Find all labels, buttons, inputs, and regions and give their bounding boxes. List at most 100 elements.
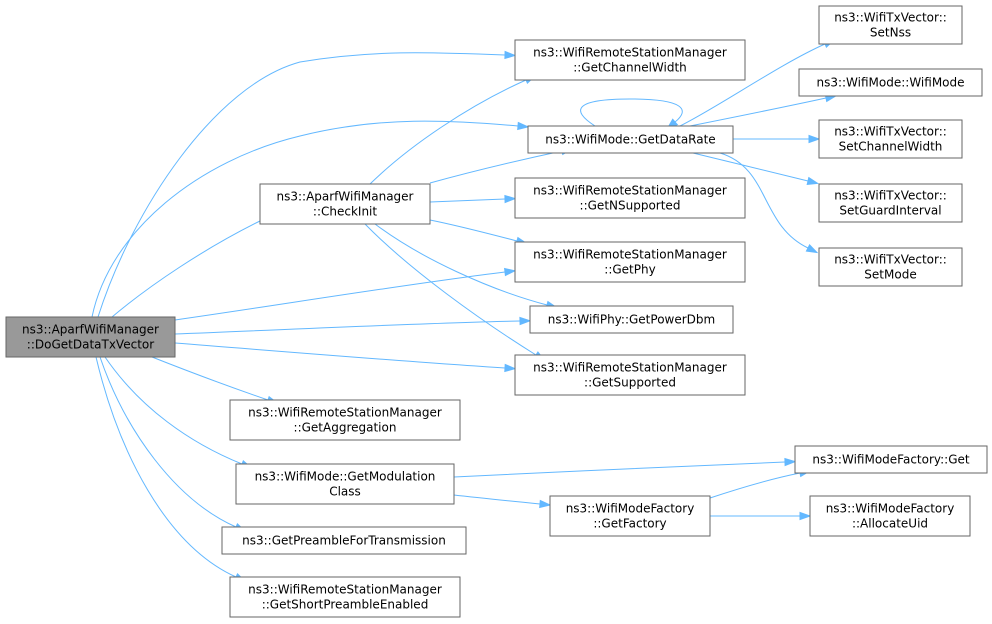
node-label-line: ns3::WifiTxVector:: xyxy=(834,11,947,25)
node-label-line: ::GetSupported xyxy=(584,376,676,390)
node-label-line: SetMode xyxy=(864,268,916,282)
node-set-guard-interval[interactable]: ns3::WifiTxVector::SetGuardInterval xyxy=(818,183,963,223)
edge-line xyxy=(369,79,527,185)
edge-get_modulation_class-to-wifi_mode_factory_get_factory xyxy=(453,494,552,509)
node-label-line: ::GetChannelWidth xyxy=(573,61,687,75)
node-box xyxy=(235,463,455,505)
arrowhead-icon xyxy=(784,457,797,467)
edge-line xyxy=(679,43,826,127)
edge-line xyxy=(374,223,548,306)
node-label-line: ::GetFactory xyxy=(593,517,666,531)
node-label-line: ns3::AparfWifiManager xyxy=(276,190,413,204)
node-label-line: ns3::GetPreambleForTransmission xyxy=(242,534,446,548)
edge-line xyxy=(429,150,563,184)
edge-line xyxy=(174,320,521,335)
node-get-n-supported[interactable]: ns3::WifiRemoteStationManager::GetNSuppo… xyxy=(514,177,746,219)
node-wifi-mode-factory-get-factory[interactable]: ns3::WifiModeFactory::GetFactory xyxy=(549,495,711,537)
node-label-line: SetGuardInterval xyxy=(839,204,941,218)
node-get-preamble-for-transmission[interactable]: ns3::GetPreambleForTransmission xyxy=(221,526,467,555)
node-set-channel-width[interactable]: ns3::WifiTxVector::SetChannelWidth xyxy=(818,119,963,159)
edge-line xyxy=(453,461,786,478)
edge-line xyxy=(709,472,801,499)
arrowhead-icon xyxy=(799,511,812,521)
edge-line xyxy=(151,356,269,401)
node-get-data-rate[interactable]: ns3::WifiMode::GetDataRate xyxy=(527,125,734,154)
node-label-line: ns3::WifiRemoteStationManager xyxy=(533,184,727,198)
node-label-line: SetNss xyxy=(870,26,911,40)
node-box xyxy=(527,125,734,154)
node-box xyxy=(818,5,963,45)
edge-wifi_mode_factory_get_factory-to-wifi_mode_factory_allocate_uid xyxy=(709,511,812,521)
arrowhead-icon xyxy=(519,316,532,326)
arrowhead-icon xyxy=(808,134,821,144)
node-label-line: ns3::WifiRemoteStationManager xyxy=(248,406,442,420)
node-check-init[interactable]: ns3::AparfWifiManager::CheckInit xyxy=(259,183,431,225)
edge-line xyxy=(429,198,506,203)
arrowhead-icon xyxy=(504,363,517,373)
node-label-line: ::GetShortPreambleEnabled xyxy=(262,598,429,612)
node-label-line: ns3::WifiMode::GetModulation xyxy=(255,470,436,484)
node-label-line: ns3::WifiModeFactory xyxy=(566,502,695,516)
node-do-get-data-tx-vector[interactable]: ns3::AparfWifiManager::DoGetDataTxVector xyxy=(5,316,176,358)
node-get-phy[interactable]: ns3::WifiRemoteStationManager::GetPhy xyxy=(514,241,746,283)
node-label-line: SetChannelWidth xyxy=(839,140,943,154)
node-label-line: ns3::WifiModeFactory::Get xyxy=(812,453,969,467)
node-get-short-preamble-enabled[interactable]: ns3::WifiRemoteStationManager::GetShortP… xyxy=(229,576,461,618)
node-layer: ns3::AparfWifiManager::DoGetDataTxVector… xyxy=(5,5,988,618)
edge-get_data_rate-to-wifi_mode_ctor xyxy=(689,94,838,127)
node-label-line: ::CheckInit xyxy=(313,205,377,219)
edge-line xyxy=(104,356,243,465)
edge-do_get_data_tx_vector-to-get_preamble_for_transmission xyxy=(99,356,247,532)
edge-line xyxy=(453,494,541,505)
node-box xyxy=(809,495,971,537)
node-label-line: ns3::WifiMode::WifiMode xyxy=(816,76,964,90)
node-label-line: ns3::WifiTxVector:: xyxy=(834,253,947,267)
edge-layer xyxy=(91,39,838,582)
node-label-line: ::GetNSupported xyxy=(580,199,681,213)
node-box xyxy=(514,39,746,81)
node-box xyxy=(221,526,467,555)
node-get-aggregation[interactable]: ns3::WifiRemoteStationManager::GetAggreg… xyxy=(229,399,461,441)
arrowhead-icon xyxy=(504,50,517,60)
node-box xyxy=(514,241,746,283)
node-wifi-mode-factory-allocate-uid[interactable]: ns3::WifiModeFactory::AllocateUid xyxy=(809,495,971,537)
edge-line xyxy=(91,120,519,318)
node-box xyxy=(818,183,963,223)
edge-line xyxy=(692,152,809,182)
edge-line xyxy=(174,342,506,369)
edge-line xyxy=(111,219,263,318)
edge-line xyxy=(689,97,827,127)
node-set-mode[interactable]: ns3::WifiTxVector::SetMode xyxy=(818,247,963,287)
edge-do_get_data_tx_vector-to-get_channel_width xyxy=(97,50,517,318)
node-box xyxy=(818,119,963,159)
node-label-line: ns3::WifiModeFactory xyxy=(826,502,955,516)
node-label-line: ns3::AparfWifiManager xyxy=(22,323,159,337)
edge-do_get_data_tx_vector-to-get_phy xyxy=(174,267,517,321)
node-label-line: ns3::WifiTxVector:: xyxy=(834,189,947,203)
node-box xyxy=(529,305,734,334)
node-wifi-mode-ctor[interactable]: ns3::WifiMode::WifiMode xyxy=(798,68,983,97)
node-box xyxy=(229,576,461,618)
edge-check_init-to-get_n_supported xyxy=(429,194,517,204)
edge-wifi_mode_factory_get_factory-to-wifi_mode_factory_get xyxy=(709,469,812,499)
node-set-nss[interactable]: ns3::WifiTxVector::SetNss xyxy=(818,5,963,45)
edge-get_data_rate-to-set_mode xyxy=(719,152,819,254)
edge-get_data_rate-to-set_channel_width xyxy=(733,134,821,144)
node-box xyxy=(514,177,746,219)
edge-do_get_data_tx_vector-to-get_aggregation xyxy=(151,356,279,404)
node-label-line: ns3::WifiRemoteStationManager xyxy=(533,46,727,60)
node-box xyxy=(229,399,461,441)
node-label-line: ns3::WifiRemoteStationManager xyxy=(248,583,442,597)
arrowhead-icon xyxy=(504,267,517,277)
node-wifi-mode-factory-get[interactable]: ns3::WifiModeFactory::Get xyxy=(794,445,988,474)
edge-line xyxy=(364,223,537,356)
node-get-channel-width[interactable]: ns3::WifiRemoteStationManager::GetChanne… xyxy=(514,39,746,81)
edge-do_get_data_tx_vector-to-get_modulation_class xyxy=(104,356,253,469)
node-label-line: ::GetAggregation xyxy=(294,421,397,435)
node-get-supported[interactable]: ns3::WifiRemoteStationManager::GetSuppor… xyxy=(514,354,746,396)
edge-do_get_data_tx_vector-to-get_power_dbm xyxy=(174,316,532,335)
node-label-line: Class xyxy=(329,485,361,499)
node-get-power-dbm[interactable]: ns3::WifiPhy::GetPowerDbm xyxy=(529,305,734,334)
